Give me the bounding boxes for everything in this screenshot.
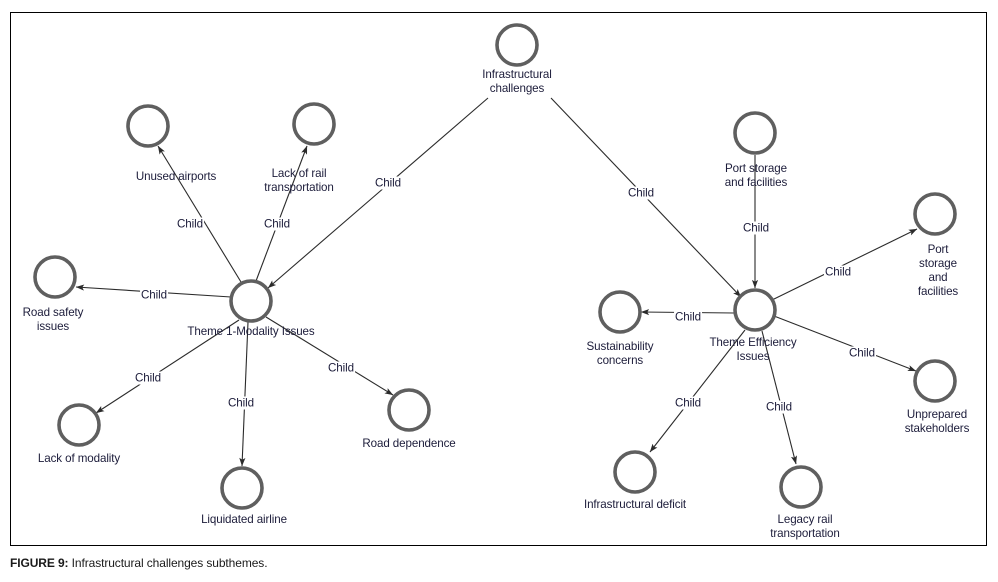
edge-label-theme-1-modality-issues-to-road-dependence: Child	[327, 361, 355, 375]
node-label-lack-of-modality: Lack of modality	[37, 452, 121, 465]
figure-caption: FIGURE 9: Infrastructural challenges sub…	[10, 556, 268, 570]
edge-label-theme-efficiency-issues-to-sustainability-concerns: Child	[674, 310, 702, 324]
node-label-sustainability-concerns: Sustainability concerns	[586, 340, 654, 367]
edge-label-theme-1-modality-issues-to-unused-airports: Child	[176, 217, 204, 231]
figure-caption-label: FIGURE 9:	[10, 556, 69, 570]
node-label-legacy-rail-transportation: Legacy rail transportation	[770, 513, 840, 540]
edge-label-infrastructural-challenges-to-theme-1-modality-issues: Child	[374, 176, 402, 190]
node-label-lack-of-rail-transportation: Lack of rail transportation	[264, 167, 334, 194]
node-label-infrastructural-deficit: Infrastructural deficit	[583, 498, 687, 511]
figure-caption-text: Infrastructural challenges subthemes.	[68, 556, 268, 570]
edge-label-theme-1-modality-issues-to-lack-of-modality: Child	[134, 371, 162, 385]
node-label-unprepared-stakeholders: Unprepared stakeholders	[904, 408, 970, 435]
edge-label-port-storage-and-facilities-top-to-theme-efficiency-issues: Child	[742, 221, 770, 235]
node-label-theme-efficiency-issues: Theme Efficiency Issues	[709, 336, 797, 363]
node-label-unused-airports: Unused airports	[135, 170, 217, 183]
edge-label-theme-efficiency-issues-to-legacy-rail-transportation: Child	[765, 400, 793, 414]
node-label-port-storage-and-facilities-top: Port storage and facilities	[724, 162, 788, 189]
edge-label-infrastructural-challenges-to-theme-efficiency-issues: Child	[627, 186, 655, 200]
node-label-road-safety-issues: Road safety issues	[22, 306, 84, 333]
node-label-road-dependence: Road dependence	[362, 437, 456, 450]
node-label-theme-1-modality-issues: Theme 1-Modality Issues	[187, 325, 315, 338]
edge-label-theme-1-modality-issues-to-liquidated-airline: Child	[227, 396, 255, 410]
edge-label-theme-efficiency-issues-to-port-storage-and-facilities-right: Child	[824, 265, 852, 279]
edge-label-theme-efficiency-issues-to-infrastructural-deficit: Child	[674, 396, 702, 410]
node-label-port-storage-and-facilities-right: Port storage and facilities	[917, 243, 959, 298]
node-label-infrastructural-challenges: Infrastructural challenges	[482, 68, 552, 95]
node-label-liquidated-airline: Liquidated airline	[201, 513, 287, 526]
edge-label-theme-1-modality-issues-to-lack-of-rail-transportation: Child	[263, 217, 291, 231]
edge-label-theme-efficiency-issues-to-unprepared-stakeholders: Child	[848, 346, 876, 360]
edge-label-theme-1-modality-issues-to-road-safety-issues: Child	[140, 288, 168, 302]
